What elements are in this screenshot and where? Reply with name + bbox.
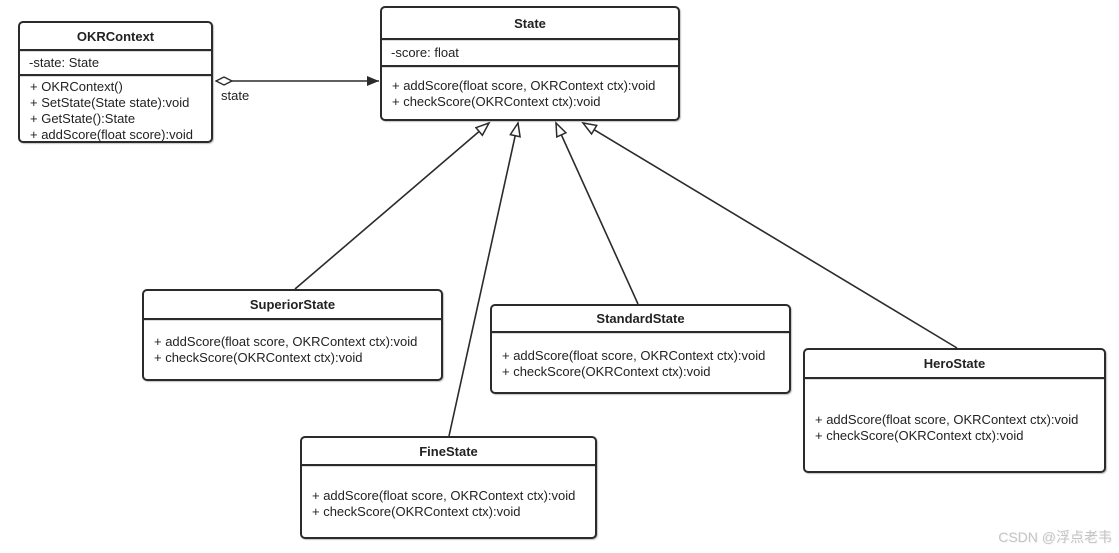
method-line: + SetState(State state):void [30, 95, 190, 110]
method-line: + addScore(float score, OKRContext ctx):… [502, 348, 766, 363]
method-line: + checkScore(OKRContext ctx):void [502, 364, 711, 379]
class-methods-finestate: + addScore(float score, OKRContext ctx):… [302, 466, 595, 537]
generalization-arrow-herostate-state [583, 123, 958, 349]
class-title-standardstate: StandardState [492, 306, 789, 333]
class-methods-okrcontext: + OKRContext() + SetState(State state):v… [20, 76, 211, 143]
class-methods-herostate: + addScore(float score, OKRContext ctx):… [805, 379, 1104, 471]
attribute-line: -state: State [29, 54, 100, 70]
class-attributes-okrcontext: -state: State [20, 51, 211, 76]
class-methods-standardstate: + addScore(float score, OKRContext ctx):… [492, 333, 789, 392]
class-box-herostate: HeroState + addScore(float score, OKRCon… [803, 348, 1106, 473]
method-line: + OKRContext() [30, 79, 123, 94]
class-title-state: State [382, 8, 678, 40]
class-attributes-state: -score: float [382, 40, 678, 67]
method-line: + addScore(float score):void [30, 127, 193, 142]
method-line: + addScore(float score, OKRContext ctx):… [815, 412, 1079, 427]
method-line: + GetState():State [30, 111, 136, 126]
generalization-arrow-finestate-state [448, 123, 518, 437]
class-box-okrcontext: OKRContext -state: State + OKRContext() … [18, 21, 213, 143]
class-title-superiorstate: SuperiorState [144, 291, 441, 320]
csdn-watermark: CSDN @浮点老韦 [998, 529, 1112, 545]
class-methods-superiorstate: + addScore(float score, OKRContext ctx):… [144, 320, 441, 379]
class-title-finestate: FineState [302, 438, 595, 466]
method-line: + checkScore(OKRContext ctx):void [154, 350, 363, 365]
method-line: + checkScore(OKRContext ctx):void [392, 94, 601, 109]
aggregation-role-label: state [221, 88, 250, 103]
method-line: + addScore(float score, OKRContext ctx):… [312, 488, 576, 503]
method-line: + addScore(float score, OKRContext ctx):… [154, 334, 418, 349]
class-title-herostate: HeroState [805, 350, 1104, 379]
generalization-arrow-standardstate-state [556, 123, 639, 305]
class-title-okrcontext: OKRContext [20, 23, 211, 51]
generalization-arrow-superiorstate-state [294, 123, 489, 290]
method-line: + addScore(float score, OKRContext ctx):… [392, 78, 656, 93]
method-line: + checkScore(OKRContext ctx):void [312, 504, 521, 519]
class-box-superiorstate: SuperiorState + addScore(float score, OK… [142, 289, 443, 381]
method-line: + checkScore(OKRContext ctx):void [815, 428, 1024, 443]
class-box-standardstate: StandardState + addScore(float score, OK… [490, 304, 791, 394]
class-box-state: State -score: float + addScore(float sco… [380, 6, 680, 121]
class-methods-state: + addScore(float score, OKRContext ctx):… [382, 67, 678, 119]
attribute-line: -score: float [391, 44, 459, 60]
class-box-finestate: FineState + addScore(float score, OKRCon… [300, 436, 597, 539]
